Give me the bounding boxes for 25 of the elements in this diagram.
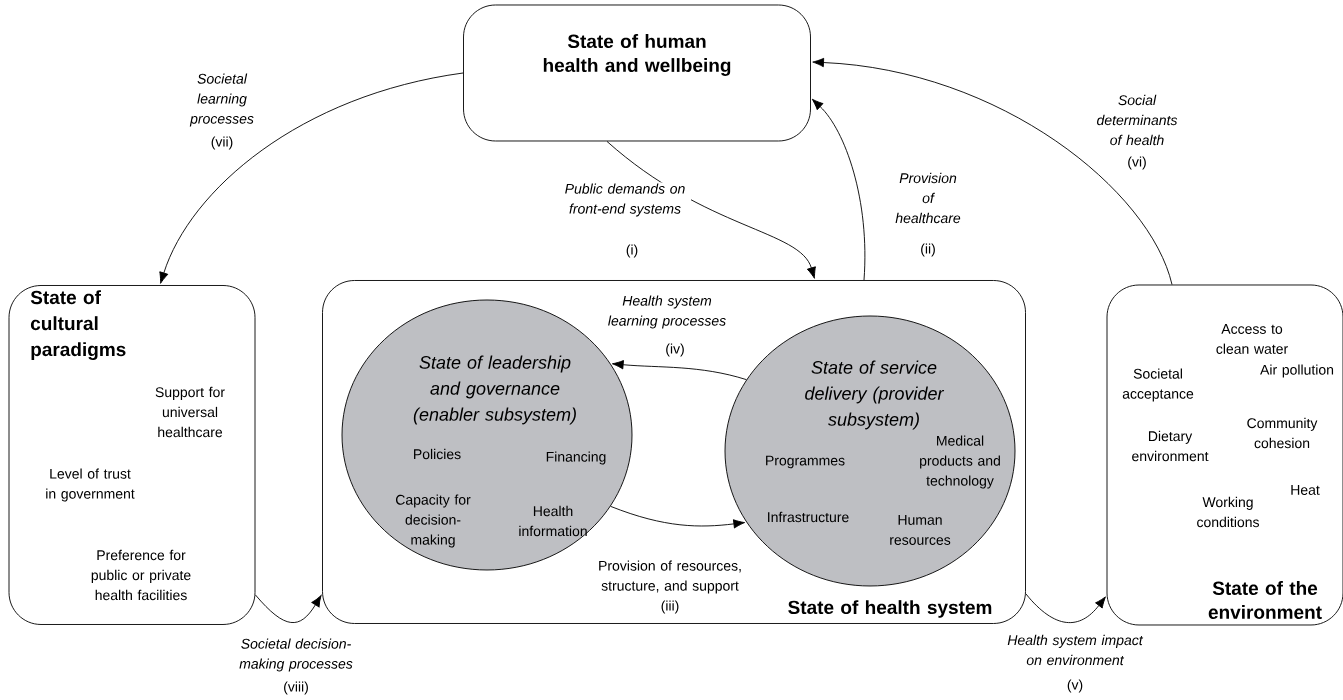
edge-label: Provision of healthcare bbox=[891, 171, 965, 225]
edge-label: Social determinants of health bbox=[1081, 93, 1193, 147]
edge-number: (ii) bbox=[919, 242, 937, 258]
arrow bbox=[606, 141, 816, 279]
state-box: Access to clean water Societal acceptance Air pollution Dietary environment Community cohesion Heat Working conditions State of the environment bbox=[1106, 284, 1343, 626]
arrow bbox=[610, 505, 746, 529]
state-box: State of cultural paradigms Support for universal healthcare Level of trust in government Preference for public or private health facilities bbox=[8, 285, 256, 625]
edge-label: Health system impact on environment bbox=[999, 633, 1151, 667]
edge-label: Societal learning processes bbox=[183, 72, 261, 128]
state-box: State of human health and wellbeing bbox=[463, 4, 811, 142]
arrow bbox=[159, 72, 464, 284]
arrow bbox=[611, 360, 747, 381]
edge-number: (iii) bbox=[659, 599, 681, 615]
edge-label: Societal decision-making processes bbox=[225, 637, 367, 673]
edge-number: (vi) bbox=[1126, 155, 1148, 171]
arrow bbox=[1025, 593, 1106, 623]
edge-number: (iv) bbox=[664, 342, 686, 358]
edge-number: (i) bbox=[624, 243, 640, 259]
arrow bbox=[255, 594, 322, 623]
arrow bbox=[812, 57, 1173, 285]
arrow bbox=[811, 98, 866, 281]
edge-number: (v) bbox=[1065, 678, 1085, 694]
edge-number: (vii) bbox=[209, 135, 235, 151]
edge-label: Public demands on front-end systems bbox=[559, 182, 691, 218]
edge-number: (viii) bbox=[282, 680, 310, 696]
